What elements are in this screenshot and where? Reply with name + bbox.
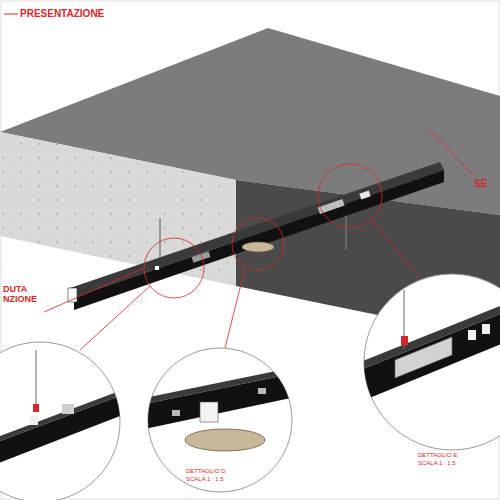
leader-line xyxy=(225,268,245,348)
detail-circle xyxy=(318,164,382,228)
detail-label: DETTAGLIO D xyxy=(186,468,226,475)
profile-end xyxy=(68,288,77,302)
terminal-block xyxy=(359,191,370,200)
zoom-detail xyxy=(0,350,130,482)
terminal xyxy=(155,266,159,270)
leader-line xyxy=(44,268,144,312)
leader-line xyxy=(80,286,150,350)
section-label: DUTA NZIONE xyxy=(3,284,43,305)
detail-label: SCALA 1 : 1.5 xyxy=(186,476,224,483)
section-label: SE xyxy=(474,178,487,190)
zoom-detail xyxy=(360,288,500,402)
profile-top xyxy=(70,162,444,297)
connector-block xyxy=(192,251,211,263)
lamp-disc xyxy=(242,242,274,252)
zoom-detail xyxy=(140,366,300,451)
sheet-title: PRESENTAZIONE xyxy=(20,8,104,20)
detail-label: SCALA 1 : 1.5 xyxy=(418,460,456,467)
profile-body xyxy=(74,170,444,310)
hanger-wire xyxy=(160,218,161,262)
detail-circle xyxy=(144,238,204,298)
detail-label: DETTAGLIO E xyxy=(418,452,457,459)
detail-circle xyxy=(232,218,284,270)
title-mark xyxy=(4,14,18,15)
leader-line xyxy=(372,220,420,278)
